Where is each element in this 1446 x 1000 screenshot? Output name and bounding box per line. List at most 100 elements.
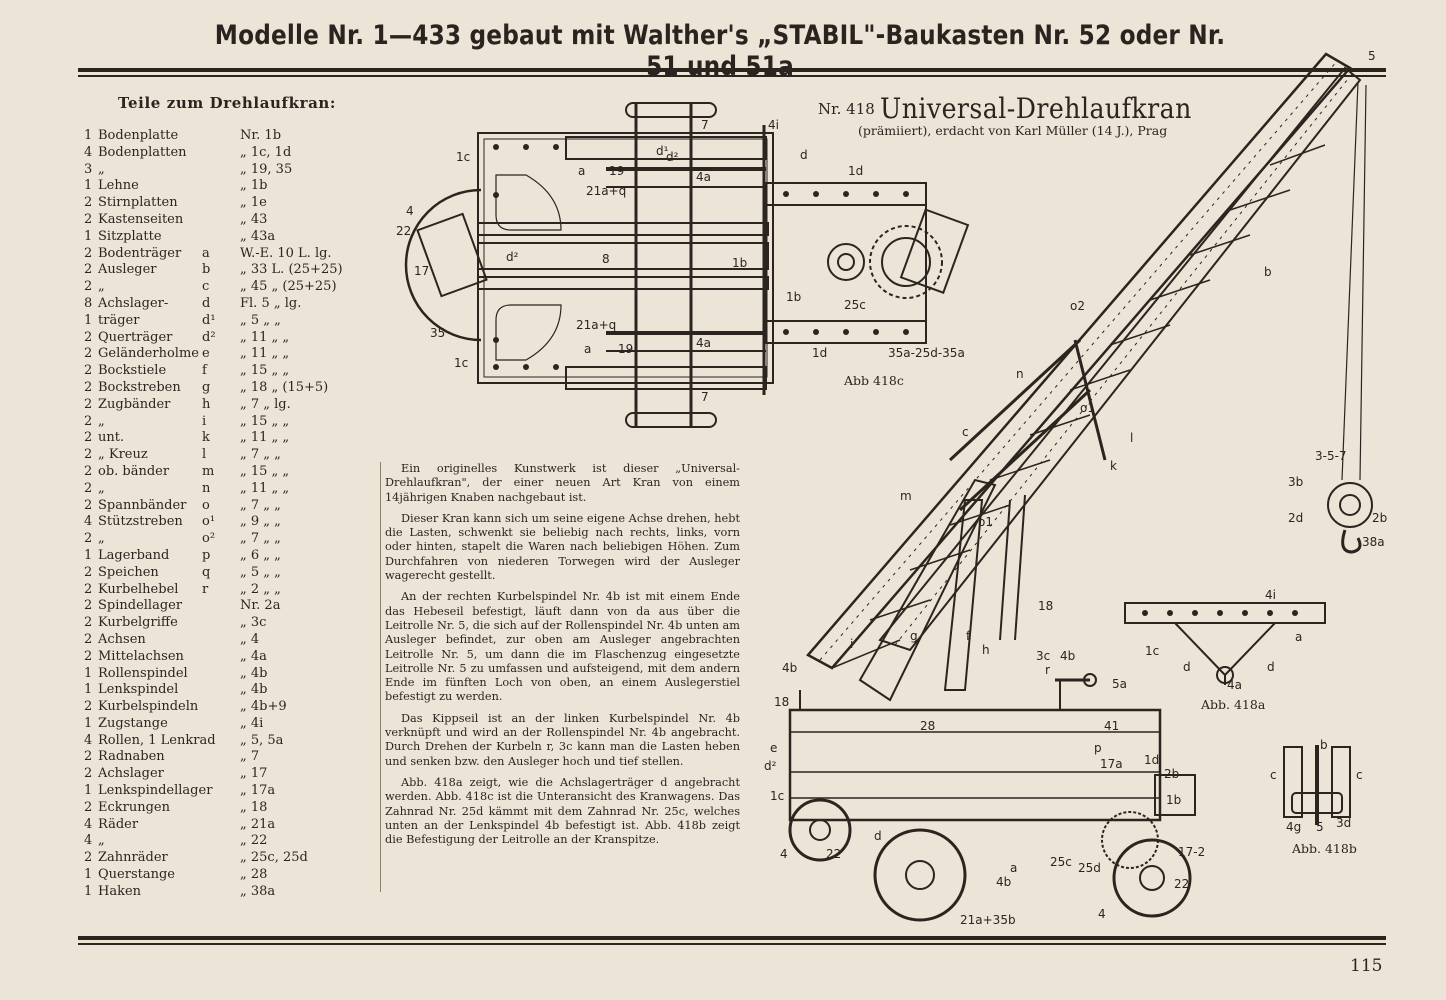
part-row: 2„n„ 11 „ „ <box>84 481 384 498</box>
part-spec: „ 9 „ „ <box>240 514 281 530</box>
part-qty: 2 <box>84 430 93 446</box>
part-name: Lagerband <box>98 547 170 563</box>
crane-label: 22 <box>1174 877 1189 891</box>
part-code: d¹ <box>202 312 216 328</box>
part-qty: 2 <box>84 631 93 647</box>
part-spec: „ 15 „ „ <box>240 363 290 379</box>
part-qty: 2 <box>84 564 93 580</box>
crane-label: 3-5-7 <box>1315 449 1347 463</box>
part-code: o² <box>202 531 216 547</box>
part-name: Kurbelgriffe <box>98 615 178 631</box>
part-spec: „ 7 „ „ <box>240 447 281 463</box>
part-qty: 2 <box>84 497 93 513</box>
model-title: Universal-Drehlaufkran <box>879 92 1192 125</box>
figure-418c-underside: 1c 7 4i d¹ d 19 4a d² a 21a+q 1d 4 22 17… <box>396 102 970 428</box>
part-qty: 2 <box>84 749 93 765</box>
part-qty: 4 <box>84 732 93 748</box>
part-name: Geländerholme <box>98 346 199 362</box>
fig418a-label: 4i <box>1265 588 1276 602</box>
part-spec: Nr. 1b <box>240 128 282 143</box>
part-spec: „ 15 „ „ <box>240 413 290 429</box>
part-name: „ <box>98 480 105 496</box>
crane-label: 18 <box>1038 599 1053 613</box>
part-qty: 1 <box>84 665 93 681</box>
part-spec: „ 17 <box>240 766 268 782</box>
part-code: m <box>202 463 215 479</box>
part-spec: „ 25c, 25d <box>240 850 308 866</box>
part-qty: 2 <box>84 480 93 496</box>
crane-label: o2 <box>1070 299 1085 313</box>
part-row: 2„i„ 15 „ „ <box>84 414 384 431</box>
crane-label: 1b <box>1166 793 1181 807</box>
crane-label: b <box>1264 265 1272 279</box>
part-qty: 1 <box>84 128 93 143</box>
part-name: Querträger <box>98 329 173 345</box>
fig418a-caption: Abb. 418a <box>1200 697 1266 712</box>
part-qty: 2 <box>84 363 93 379</box>
part-name: Speichen <box>98 564 159 580</box>
part-name: Spindellager <box>98 598 183 614</box>
crane-label: a <box>1010 861 1017 875</box>
part-name: Lenkspindellager <box>98 783 213 799</box>
part-name: „ <box>98 413 105 429</box>
part-spec: „ 2 „ „ <box>240 581 281 597</box>
part-code: r <box>202 581 209 597</box>
part-name: Kastenseiten <box>98 211 184 227</box>
fig418a-label: d <box>1183 660 1191 674</box>
part-name: Achsen <box>98 631 146 647</box>
part-name: Bodenplatte <box>98 128 179 143</box>
part-qty: 1 <box>84 682 93 698</box>
part-name: Räder <box>98 816 139 832</box>
fig418c-label: 1c <box>456 150 470 164</box>
part-qty: 2 <box>84 245 93 261</box>
fig418c-label: a <box>578 164 585 178</box>
part-code: a <box>202 245 210 261</box>
part-qty: 2 <box>84 581 93 597</box>
part-row: 2 Achsen „ 4 <box>84 632 384 649</box>
part-row: 2 Radnaben „ 7 <box>84 749 384 766</box>
part-qty: 2 <box>84 799 93 815</box>
fig418c-label: 17 <box>414 264 429 278</box>
part-spec: „ 4 <box>240 631 260 647</box>
part-code: d <box>202 295 211 311</box>
crane-label: 22 <box>826 847 841 861</box>
part-spec: „ 1c, 1d <box>240 144 292 160</box>
part-qty: 2 <box>84 850 93 866</box>
part-row: 1 Bodenplatte Nr. 1b <box>84 128 384 145</box>
part-row: 2„o²„ 7 „ „ <box>84 531 384 548</box>
fig418c-label: 19 <box>618 342 633 356</box>
part-name: ob. bänder <box>98 463 170 479</box>
fig418b-label: 5 <box>1316 820 1324 834</box>
crane-label: 5 <box>1368 49 1376 63</box>
part-spec: „ 18 <box>240 799 268 815</box>
part-name: Rollen, 1 Lenkrad <box>98 732 216 748</box>
part-qty: 4 <box>84 816 93 832</box>
part-spec: „ 7 <box>240 749 260 765</box>
part-spec: W.-E. 10 L. lg. <box>240 245 332 261</box>
part-spec: „ 17a <box>240 783 276 799</box>
fig418b-label: 3d <box>1336 816 1351 830</box>
part-name: „ <box>98 279 105 295</box>
part-qty: 2 <box>84 598 93 614</box>
fig418b-label: c <box>1356 768 1363 782</box>
fig418c-label: 4a <box>696 336 711 350</box>
part-name: Radnaben <box>98 749 165 765</box>
part-spec: „ 6 „ „ <box>240 547 281 563</box>
crane-label: e <box>770 741 777 755</box>
figure-crane: 5 b o2 n o1 c l k m o1 3-5-7 3b 2d 2b 38… <box>764 49 1387 927</box>
